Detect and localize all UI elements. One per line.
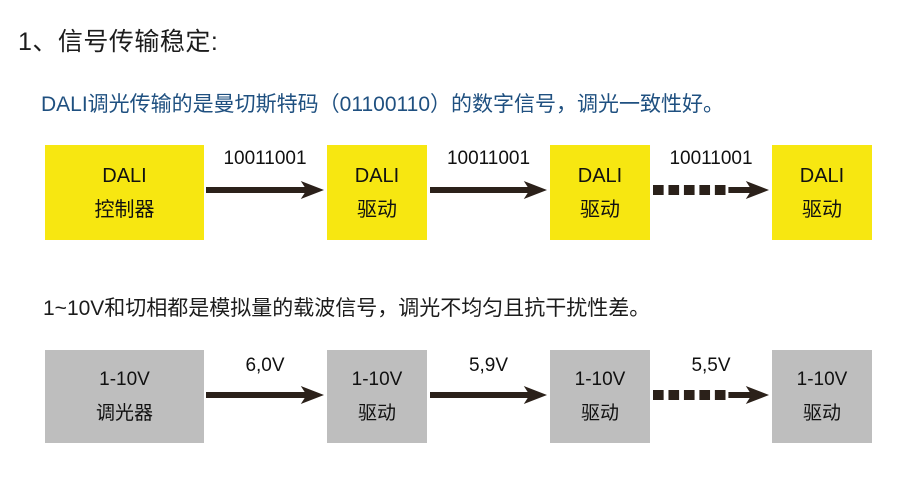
connector-label: 10011001: [446, 148, 531, 169]
arrow-right-dashed-icon: [653, 179, 769, 201]
connector-label: 5,9V: [468, 355, 509, 376]
analog-connector-1: 6,0V: [204, 350, 326, 445]
analog-statement-text: 1~10V和切相都是模拟量的载波信号，调光不均匀且抗干扰性差。: [43, 297, 651, 320]
node-label-secondary: 驱动: [357, 198, 397, 221]
node-label-primary: 1-10V: [796, 368, 848, 390]
dali-connector-2: 10011001: [428, 145, 549, 240]
node-label-primary: DALI: [799, 164, 845, 187]
page-title: 1、信号传输稳定:: [18, 28, 219, 56]
node-label-secondary: 调光器: [95, 402, 153, 424]
node-label-secondary: 控制器: [94, 198, 155, 221]
arrow-right-icon: [206, 384, 324, 406]
node-label-secondary: 驱动: [802, 198, 842, 221]
connector-label: 5,5V: [691, 355, 731, 376]
node-label-primary: 1-10V: [351, 368, 403, 390]
analog-node-driver-3: 1-10V 驱动: [772, 350, 872, 443]
analog-connector-3: 5,5V: [651, 350, 771, 445]
node-label-secondary: 驱动: [580, 402, 619, 424]
dali-node-controller: DALI 控制器: [45, 145, 204, 240]
connector-label: 6,0V: [245, 355, 285, 376]
node-label-primary: DALI: [354, 164, 400, 187]
node-label-secondary: 驱动: [802, 402, 841, 424]
analog-node-dimmer: 1-10V 调光器: [45, 350, 204, 443]
analog-connector-2: 5,9V: [428, 350, 549, 445]
connector-label: 10011001: [669, 148, 753, 169]
connector-label: 10011001: [223, 148, 307, 169]
analog-node-driver-2: 1-10V 驱动: [550, 350, 650, 443]
arrow-right-icon: [430, 384, 547, 406]
dali-node-driver-1: DALI 驱动: [327, 145, 427, 240]
arrow-right-icon: [206, 179, 324, 201]
dali-node-driver-3: DALI 驱动: [772, 145, 872, 240]
node-label-primary: 1-10V: [99, 368, 150, 390]
dali-connector-1: 10011001: [204, 145, 326, 240]
node-label-primary: 1-10V: [574, 368, 626, 390]
arrow-right-dashed-icon: [653, 384, 769, 406]
dali-connector-3: 10011001: [651, 145, 771, 240]
analog-node-driver-1: 1-10V 驱动: [327, 350, 427, 443]
dali-statement-text: DALI调光传输的是曼切斯特码（01100110）的数字信号，调光一致性好。: [41, 93, 725, 116]
arrow-right-icon: [430, 179, 547, 201]
node-label-primary: DALI: [102, 164, 147, 187]
dali-node-driver-2: DALI 驱动: [550, 145, 650, 240]
node-label-secondary: 驱动: [580, 198, 620, 221]
node-label-secondary: 驱动: [357, 402, 396, 424]
node-label-primary: DALI: [577, 164, 623, 187]
